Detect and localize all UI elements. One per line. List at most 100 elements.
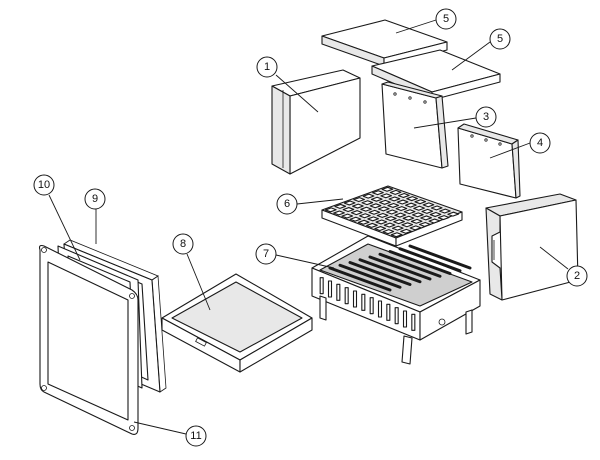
grate-cell (393, 219, 405, 225)
callout-1: 1 (256, 56, 278, 78)
vent-slots (319, 277, 416, 331)
grate-cell (342, 207, 355, 213)
grate-cell (430, 205, 443, 211)
vent-slot (344, 287, 349, 305)
grate-cell (362, 193, 375, 199)
grate-cell (402, 215, 415, 221)
grate-cell (391, 225, 404, 231)
grate-cell (422, 202, 435, 208)
grate-cell (333, 210, 345, 216)
callout-8-label: 8 (180, 238, 186, 250)
part-2-right-side-brick (485, 193, 579, 301)
callout-7-label: 7 (263, 248, 269, 260)
callout-4: 4 (529, 132, 551, 154)
part-4-right-rear-brick (457, 123, 521, 199)
vent-slot (411, 313, 416, 331)
callout-5b: 5 (489, 28, 511, 50)
fire-bar (388, 250, 452, 275)
callout-10: 10 (33, 174, 55, 196)
grate-cell (429, 211, 442, 217)
vent-slot (319, 277, 324, 295)
grate-cell (369, 203, 382, 209)
vent-slot (327, 280, 333, 298)
vent-slot (394, 307, 399, 325)
vent-slot (377, 300, 383, 318)
callout-2: 2 (566, 265, 588, 287)
callout-11: 11 (185, 425, 207, 447)
grate-cell (403, 209, 416, 215)
callout-5a-label: 5 (443, 13, 449, 25)
grate-cell (357, 219, 370, 225)
grate-cell (439, 208, 451, 214)
part-11-outer-door-frame (38, 244, 139, 435)
fire-bar (338, 263, 402, 289)
callout-1-label: 1 (264, 61, 270, 73)
grate-cell (376, 212, 389, 218)
grate-cell (341, 213, 354, 219)
grate-cell (353, 197, 365, 203)
grate-cell (414, 199, 427, 205)
grate-cell (368, 209, 381, 215)
grate-cell (406, 196, 418, 202)
grate-cell (396, 199, 409, 205)
callout-11-label: 11 (190, 430, 201, 442)
callout-5b-label: 5 (497, 33, 503, 45)
grate-cell (374, 225, 387, 232)
vent-slot (361, 293, 366, 311)
grate-cell (400, 228, 412, 234)
grate-cell (360, 206, 372, 212)
grate-cell (382, 229, 395, 235)
fire-bar (358, 258, 422, 284)
grate-cell (401, 222, 414, 228)
vent-slot (402, 310, 408, 328)
part-1-left-side-brick (271, 69, 361, 175)
grate-cell (428, 218, 441, 224)
fire-bar (328, 266, 392, 292)
grate-cell (412, 212, 424, 218)
grate-cell (405, 202, 417, 208)
grate-cell (343, 200, 356, 206)
grate-cell (372, 190, 384, 196)
fire-bar (368, 255, 432, 281)
part-3-rear-brick (381, 81, 449, 169)
grate-cell (410, 218, 423, 224)
grate-cell (370, 196, 383, 202)
grate-cell (387, 202, 400, 208)
grate-cell (390, 232, 403, 238)
grate-cell (389, 189, 402, 195)
grate-cell (388, 196, 401, 202)
grate-cell (395, 206, 408, 212)
fire-bar (348, 261, 412, 286)
vent-slot (369, 297, 374, 315)
grate-cell (419, 221, 431, 227)
grate-cell (350, 210, 363, 216)
callouts: 1 2 3 4 5 5 6 7 (33, 8, 588, 447)
grate-cell (386, 209, 398, 215)
fire-bars (328, 244, 472, 292)
grate-cell (377, 206, 390, 212)
grate-cell (413, 205, 425, 211)
fire-bar (378, 252, 442, 278)
callout-5a: 5 (435, 8, 457, 30)
callout-10-label: 10 (38, 179, 50, 191)
grate-cell (380, 193, 393, 199)
grate-cell (366, 222, 378, 228)
grate-cell (383, 222, 396, 228)
grate-cell (409, 225, 422, 231)
fire-bar (398, 247, 462, 273)
grate-cell (324, 207, 337, 213)
callout-4-label: 4 (537, 137, 543, 149)
part-8-ash-pan (161, 273, 313, 373)
grate-cell (384, 216, 397, 222)
grate-cell (367, 216, 379, 222)
part-6-grate (321, 185, 463, 247)
grate-cell (361, 200, 374, 206)
vent-slot (352, 290, 358, 308)
part-5-top-brick-left (321, 19, 448, 67)
grate-cell (349, 216, 362, 222)
callout-6-label: 6 (284, 198, 290, 210)
callout-9-label: 9 (92, 193, 98, 205)
vent-slot (336, 283, 341, 301)
grate-cell (379, 199, 391, 205)
